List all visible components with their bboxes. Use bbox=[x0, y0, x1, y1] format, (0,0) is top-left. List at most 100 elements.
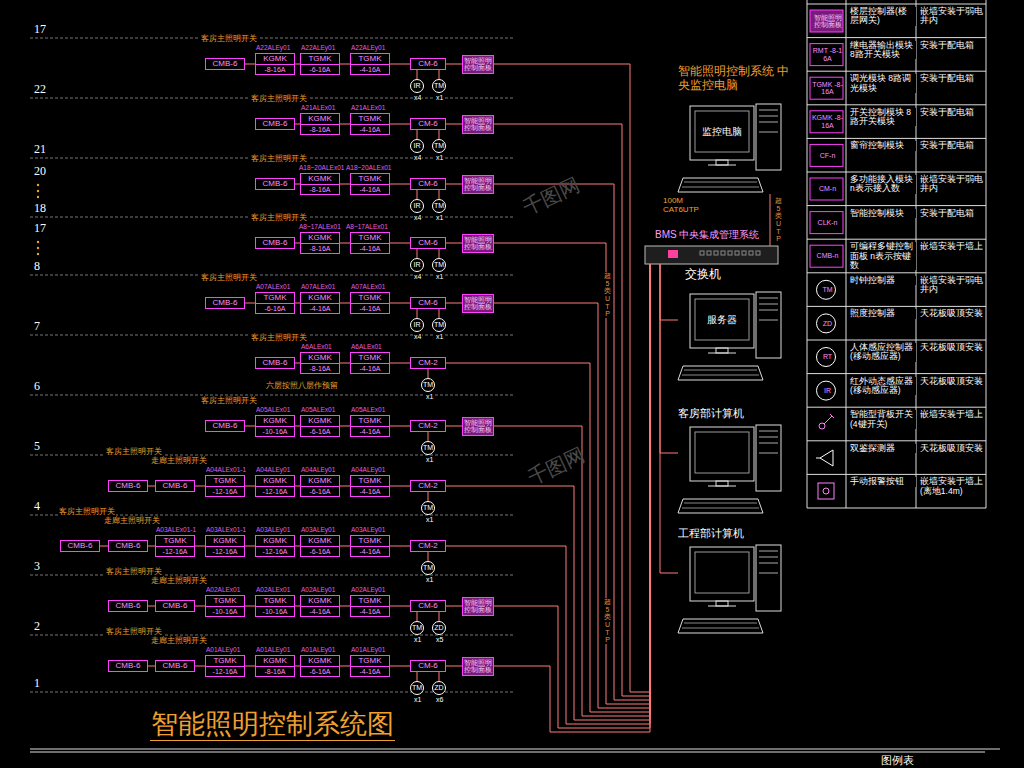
sensor-circle: TM bbox=[432, 258, 446, 272]
control-panel-box: 智能照明控制面板 bbox=[462, 115, 494, 134]
module-label: -12-16A bbox=[206, 666, 244, 676]
control-panel-box: 智能照明控制面板 bbox=[462, 417, 494, 436]
module-label: TGMK bbox=[351, 233, 389, 243]
floor-number: 17 bbox=[33, 222, 47, 236]
module-label: CMB-6 bbox=[61, 541, 99, 551]
floor-number: 20 bbox=[33, 165, 47, 179]
screen-label: 服务器 bbox=[695, 299, 749, 340]
quantity: x1 bbox=[413, 696, 422, 704]
module-box: KGMK-8-16A bbox=[255, 53, 295, 75]
module-label: TGMK bbox=[351, 293, 389, 303]
circuit-code: A04ALEy01 bbox=[350, 466, 386, 473]
wire-connector bbox=[494, 264, 650, 716]
wire-connector bbox=[340, 426, 350, 427]
module-label: KGMK bbox=[301, 536, 339, 546]
wire-connector bbox=[446, 264, 650, 712]
module-box: KGMK-4-16A bbox=[300, 292, 340, 314]
sensor-code: IR bbox=[410, 318, 424, 332]
circle-shape bbox=[422, 379, 435, 392]
wire-connector bbox=[446, 303, 462, 304]
sensor-circle: TM bbox=[432, 79, 446, 93]
module-label: CMB-6 bbox=[206, 59, 244, 69]
module-label: TGMK bbox=[256, 293, 294, 303]
wire-connector bbox=[494, 64, 650, 692]
access-module-box: CM-2 bbox=[410, 420, 446, 432]
module-box: KGMK-6-16A bbox=[300, 475, 340, 497]
module-box: KGMK-6-16A bbox=[300, 535, 340, 557]
wire-connector bbox=[340, 64, 350, 65]
module-label: CM-6 bbox=[411, 59, 445, 69]
quantity: x1 bbox=[413, 636, 422, 644]
module-label: CM-6 bbox=[411, 179, 445, 189]
module-label: CM-2 bbox=[411, 541, 445, 551]
switch-drawing bbox=[645, 246, 778, 264]
wire-connector bbox=[660, 264, 678, 573]
module-box: TGMK-12-16A bbox=[205, 655, 245, 677]
module-label: TGMK bbox=[301, 54, 339, 64]
module-label: CM-6 bbox=[411, 661, 445, 671]
module-label: CMB-6 bbox=[206, 421, 244, 431]
quantity: x1 bbox=[425, 456, 434, 464]
module-label: KGMK bbox=[301, 233, 339, 243]
wire-connector bbox=[245, 486, 255, 487]
circle-shape bbox=[433, 319, 446, 332]
module-label: TGMK bbox=[351, 416, 389, 426]
module-box: KGMK-8-16A bbox=[300, 232, 340, 254]
module-box: CMB-6 bbox=[255, 237, 295, 249]
module-label: TGMK bbox=[206, 596, 244, 606]
module-box: KGMK-4-16A bbox=[300, 595, 340, 617]
circuit-code: A03ALEy01 bbox=[350, 526, 386, 533]
wire-connector bbox=[417, 249, 418, 258]
wire-connector bbox=[446, 666, 462, 667]
cable-spec: 超5类UTP bbox=[603, 272, 612, 318]
wire-connector bbox=[439, 612, 440, 621]
wire-connector bbox=[195, 486, 205, 487]
wire-connector bbox=[148, 666, 155, 667]
switch-note: 客房主照明开关 bbox=[200, 35, 258, 44]
wire-connector bbox=[390, 546, 410, 547]
frame-lines bbox=[30, 749, 1000, 752]
module-label: KGMK bbox=[256, 476, 294, 486]
circle-shape bbox=[411, 140, 424, 153]
wire-connector bbox=[340, 184, 350, 185]
sensor-code: IR bbox=[410, 79, 424, 93]
module-label: KGMK bbox=[256, 656, 294, 666]
wire-connector bbox=[245, 546, 255, 547]
module-box: TGMK-10-16A bbox=[205, 595, 245, 617]
floor-number: 1 bbox=[33, 677, 41, 691]
legend-text: 智能控制模块 bbox=[849, 209, 916, 218]
wire-connector bbox=[417, 190, 418, 199]
sensor-circle: IR bbox=[410, 258, 424, 272]
wire-connector bbox=[446, 606, 462, 607]
module-label: -10-16A bbox=[256, 606, 294, 616]
module-label: -4-16A bbox=[301, 303, 339, 313]
wire-connector bbox=[439, 249, 440, 258]
circle-shape bbox=[411, 200, 424, 213]
quantity: x1 bbox=[435, 333, 444, 341]
circle-shape bbox=[433, 80, 446, 93]
legend-text: 可编程多键控制面板 n表示按键数 bbox=[849, 242, 916, 270]
module-label: CMB-6 bbox=[256, 119, 294, 129]
legend-text: 照度控制器 bbox=[849, 309, 916, 318]
computer-node: 服务器 bbox=[678, 290, 783, 382]
module-box: TGMK-12-16A bbox=[155, 535, 195, 557]
circuit-code: A01ALEy01 bbox=[350, 646, 386, 653]
legend-text: 红外动态感应器(移动感应器) bbox=[849, 377, 916, 396]
wire-connector bbox=[494, 243, 650, 704]
module-label: CMB-6 bbox=[109, 481, 147, 491]
sensor-code: TM bbox=[410, 621, 424, 635]
sensor-circle: TM bbox=[421, 378, 435, 392]
legend-text: 双鉴探测器 bbox=[849, 444, 916, 453]
module-label: -4-16A bbox=[351, 243, 389, 253]
sensor-code: ZD bbox=[432, 681, 446, 695]
wire-connector bbox=[439, 130, 440, 139]
wire-connector bbox=[439, 70, 440, 79]
circuit-code: A22ALEy01 bbox=[300, 44, 336, 51]
module-box: CMB-6 bbox=[108, 600, 148, 612]
circuit-code: A03ALEx01-1 bbox=[205, 526, 247, 533]
circuit-code: A02ALEy01 bbox=[350, 586, 386, 593]
sensor-code: IR bbox=[410, 139, 424, 153]
module-label: -6-16A bbox=[301, 666, 339, 676]
install-note: 安装于配电箱 bbox=[919, 108, 985, 117]
access-module-box: CM-2 bbox=[410, 357, 446, 369]
